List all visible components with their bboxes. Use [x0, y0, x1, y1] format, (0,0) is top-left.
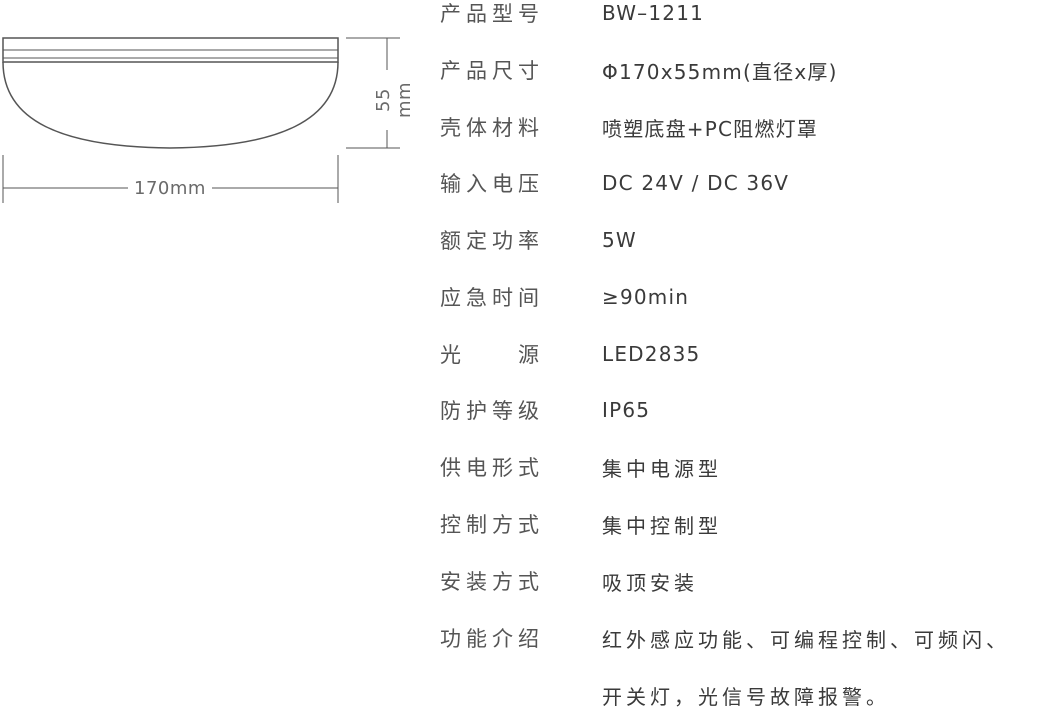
spec-label: 供电形式: [440, 456, 544, 480]
spec-value: 5W: [602, 228, 637, 252]
spec-label: 防护等级: [440, 399, 544, 423]
spec-label: 光 源: [440, 343, 544, 367]
spec-row-control: 控制方式 集中控制型: [440, 509, 722, 539]
spec-label: 功能介绍: [440, 627, 544, 651]
width-dimension-label: 170mm: [128, 178, 212, 199]
spec-row-power: 额定功率 5W: [440, 225, 637, 255]
spec-row-model: 产品型号 BW–1211: [440, 0, 704, 28]
spec-label: 壳体材料: [440, 116, 544, 140]
spec-label: 应急时间: [440, 286, 544, 310]
spec-row-size: 产品尺寸 Φ170x55mm(直径x厚): [440, 55, 838, 85]
spec-row-material: 壳体材料 喷塑底盘+PC阻燃灯罩: [440, 112, 818, 142]
spec-value: LED2835: [602, 342, 701, 366]
spec-label: 安装方式: [440, 570, 544, 594]
spec-row-emergency-time: 应急时间 ≥90min: [440, 282, 689, 312]
spec-label: 产品尺寸: [440, 59, 544, 83]
spec-function-continuation: 开关灯，光信号故障报警。: [602, 680, 890, 710]
spec-value: DC 24V / DC 36V: [602, 171, 790, 195]
spec-row-light-source: 光 源 LED2835: [440, 339, 700, 369]
product-drawing: 170mm 55 mm: [0, 0, 420, 230]
spec-value: 集中控制型: [602, 513, 722, 538]
spec-label: 输入电压: [440, 172, 544, 196]
spec-row-protection: 防护等级 IP65: [440, 395, 650, 425]
spec-row-installation: 安装方式 吸顶安装: [440, 566, 698, 596]
spec-value: 吸顶安装: [602, 570, 698, 595]
spec-label: 控制方式: [440, 513, 544, 537]
spec-value: 喷塑底盘+PC阻燃灯罩: [602, 116, 818, 141]
height-dimension-label: 55 mm: [373, 70, 415, 130]
spec-value: IP65: [602, 398, 651, 422]
spec-value: 开关灯，光信号故障报警。: [602, 684, 890, 709]
spec-label: 额定功率: [440, 229, 544, 253]
spec-value: Φ170x55mm(直径x厚): [602, 59, 838, 84]
spec-row-function: 功能介绍 红外感应功能、可编程控制、可频闪、: [440, 623, 1010, 653]
spec-value: ≥90min: [602, 285, 690, 309]
spec-row-power-supply: 供电形式 集中电源型: [440, 452, 722, 482]
spec-label: 产品型号: [440, 2, 544, 26]
spec-value: 红外感应功能、可编程控制、可频闪、: [602, 627, 1010, 652]
spec-value: 集中电源型: [602, 456, 722, 481]
spec-value: BW–1211: [602, 1, 705, 25]
spec-row-voltage: 输入电压 DC 24V / DC 36V: [440, 168, 789, 198]
